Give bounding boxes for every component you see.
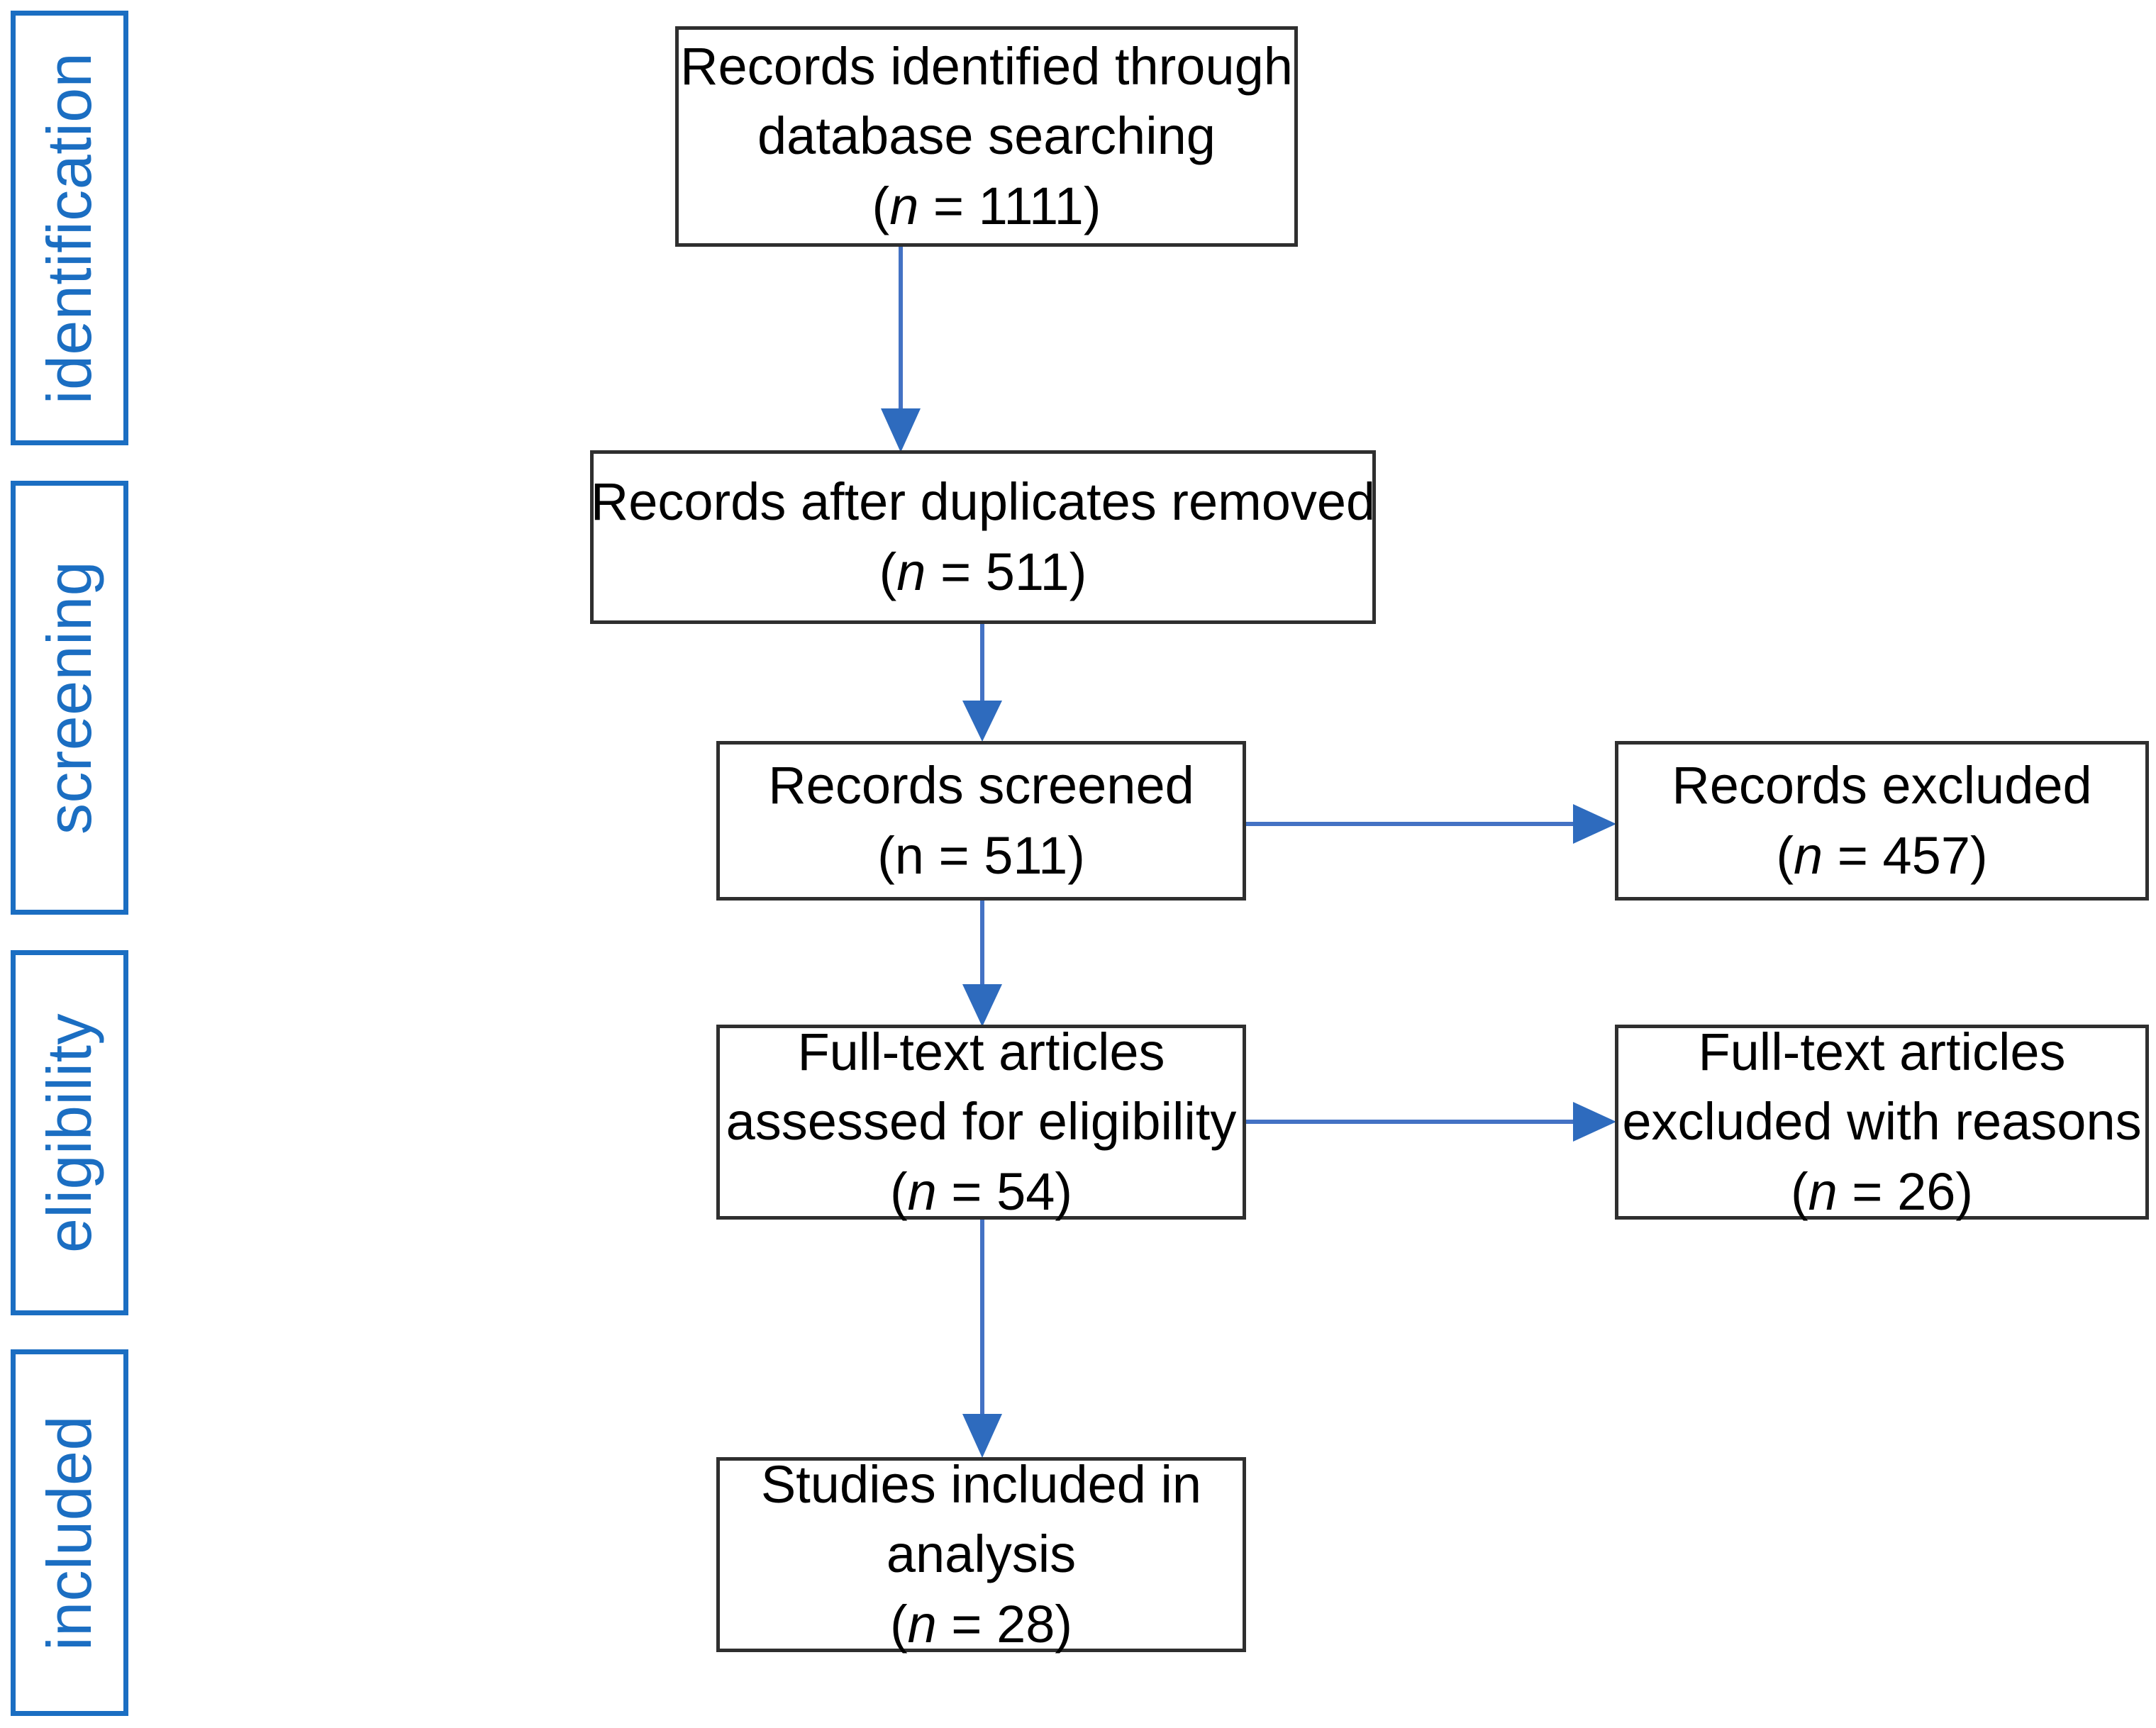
- arrow-fulltext-assessed-to-included-studies: [954, 1220, 1011, 1461]
- stage-label-identification: identification: [34, 52, 105, 404]
- box-records-screened: Records screened (n = 511): [716, 741, 1246, 901]
- box-records-after-duplicates-count: (n = 511): [879, 542, 1087, 601]
- box-included-studies: Studies included in analysis (n = 28): [716, 1455, 1246, 1654]
- stage-box-screening: screening: [11, 481, 128, 915]
- stage-label-screening: screening: [34, 560, 104, 835]
- box-fulltext-excluded-line2: excluded with reasons: [1622, 1092, 2142, 1152]
- arrow-after-duplicates-to-screened: [954, 624, 1011, 743]
- box-fulltext-assessed-line1: Full-text articles: [797, 1022, 1165, 1081]
- stage-box-identification: identification: [11, 11, 128, 445]
- arrow-identified-to-after-duplicates: [872, 247, 929, 454]
- box-records-excluded-line1: Records excluded: [1672, 756, 2092, 815]
- box-records-after-duplicates: Records after duplicates removed (n = 51…: [590, 450, 1376, 624]
- box-fulltext-assessed-line2: assessed for eligibility: [726, 1092, 1237, 1152]
- stage-label-included: included: [34, 1415, 104, 1651]
- stage-box-included: included: [11, 1349, 128, 1716]
- arrow-fulltext-assessed-to-fulltext-excluded: [1246, 1093, 1618, 1150]
- stage-label-eligibility: eligibility: [34, 1013, 105, 1253]
- arrow-screened-to-records-excluded: [1246, 796, 1618, 852]
- box-records-after-duplicates-line1: Records after duplicates removed: [590, 472, 1376, 532]
- box-fulltext-excluded: Full-text articles excluded with reasons…: [1615, 1022, 2149, 1221]
- box-fulltext-assessed-count: (n = 54): [889, 1161, 1073, 1221]
- box-included-studies-line2: analysis: [886, 1524, 1077, 1584]
- box-fulltext-excluded-line1: Full-text articles: [1698, 1022, 2066, 1081]
- box-records-excluded: Records excluded (n = 457): [1615, 741, 2149, 901]
- box-records-identified-count: (n = 1111): [872, 176, 1101, 235]
- box-records-screened-line1: Records screened: [768, 756, 1194, 815]
- box-records-screened-count: (n = 511): [877, 825, 1085, 885]
- box-included-studies-line1: Studies included in: [760, 1454, 1202, 1514]
- stage-box-eligibility: eligibility: [11, 950, 128, 1315]
- box-included-studies-count: (n = 28): [889, 1594, 1073, 1654]
- arrow-screened-to-fulltext-assessed: [954, 901, 1011, 1028]
- box-records-identified: Records identified through database sear…: [675, 26, 1298, 247]
- box-records-identified-line1: Records identified through: [680, 36, 1293, 96]
- box-records-excluded-count: (n = 457): [1776, 825, 1988, 885]
- box-fulltext-excluded-count: (n = 26): [1790, 1161, 1974, 1221]
- box-fulltext-assessed: Full-text articles assessed for eligibil…: [716, 1022, 1246, 1221]
- box-records-identified-line2: database searching: [757, 106, 1216, 166]
